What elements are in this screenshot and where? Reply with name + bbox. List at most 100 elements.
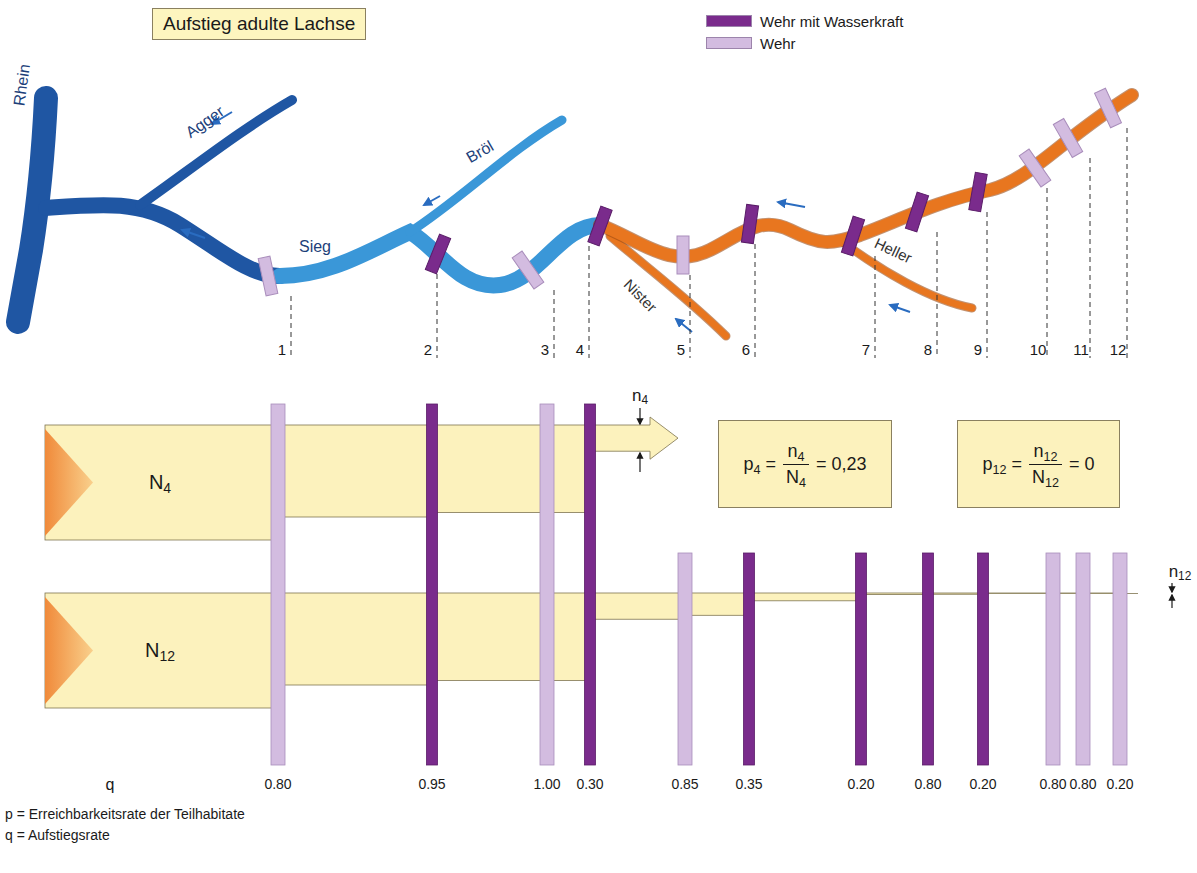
- weir-symbol: [258, 256, 278, 296]
- hydro-weir-bar: [978, 553, 989, 765]
- guide-line: [937, 232, 938, 358]
- count-label: N12: [145, 639, 175, 661]
- count-label: n4: [632, 387, 648, 406]
- weir-number: 11: [1073, 342, 1089, 359]
- sieg-river-edge: [280, 225, 600, 285]
- ascent-rate: 1.00: [533, 777, 560, 792]
- ascent-rate: q: [106, 776, 115, 794]
- broel-river-edge: [410, 120, 562, 232]
- river-name: Sieg: [299, 238, 331, 256]
- marker-arrow: [1171, 595, 1172, 608]
- sieg-river: [46, 205, 280, 276]
- band-n4: [45, 417, 678, 540]
- band-triangle: [45, 597, 93, 704]
- weir-symbol: [677, 236, 689, 274]
- river-name: Nister: [620, 276, 659, 315]
- legend-text: Wehr mit Wasserkraft: [760, 13, 903, 30]
- band-segment: [432, 593, 547, 680]
- hydro-weir-symbol: [905, 192, 928, 232]
- weir-symbol: [1053, 119, 1082, 158]
- guide-line: [1090, 158, 1091, 358]
- formula-text: p12 =: [982, 454, 1022, 475]
- ascent-rate: 0.80: [914, 777, 941, 792]
- weir-number: 3: [541, 342, 549, 359]
- weir-number: 8: [924, 342, 932, 359]
- ascent-rate: 0.30: [576, 777, 603, 792]
- sieg-river-upper: [600, 95, 1132, 257]
- band-segment: [45, 425, 278, 540]
- weir-number: 12: [1110, 342, 1127, 359]
- weir-bar: [540, 404, 554, 765]
- flow-arrow: [890, 305, 910, 312]
- hydro-weir-bar: [856, 553, 867, 765]
- band-segment: [861, 593, 928, 595]
- river-name: Bröl: [463, 137, 496, 166]
- weir-number: 1: [278, 342, 286, 359]
- river-name: Rhein: [10, 63, 33, 107]
- guide-line: [554, 290, 555, 358]
- hydro-weir-symbol: [741, 204, 758, 243]
- fraction: n12N12: [1028, 441, 1063, 488]
- legend-row: Wehr mit Wasserkraft: [706, 10, 903, 32]
- band-segment: [928, 593, 983, 594]
- marker-arrow: [639, 453, 640, 472]
- denominator: N4: [782, 465, 810, 488]
- ascent-rate: 0.35: [735, 777, 762, 792]
- weir-bar: [1046, 553, 1060, 765]
- sieg-river-upper-edge: [600, 95, 1132, 257]
- footnote: p = Erreichbarkeitsrate der Teilhabitate: [5, 807, 245, 822]
- legend-row: Wehr: [706, 32, 903, 54]
- marker-arrow: [1171, 583, 1172, 592]
- broel-river: [410, 120, 562, 232]
- fraction: n4N4: [782, 441, 810, 488]
- weir-number: 4: [576, 342, 584, 359]
- ascent-rate: 0.80: [1039, 777, 1066, 792]
- ascent-rate: 0.95: [418, 777, 445, 792]
- denominator: N12: [1028, 465, 1063, 488]
- marker-arrow: [639, 408, 640, 424]
- formula-box: p4 = n4N4 = 0,23: [718, 420, 892, 508]
- title: Aufstieg adulte Lachse: [152, 8, 366, 40]
- guide-line: [987, 212, 988, 358]
- formula-text: p4 =: [743, 454, 776, 475]
- flow-arrow: [778, 202, 805, 207]
- weir-number: 7: [862, 342, 870, 359]
- guide-line: [690, 275, 691, 358]
- formula-text: = 0: [1069, 454, 1095, 475]
- count-label: n12: [1169, 563, 1192, 582]
- numerator: n4: [783, 441, 808, 465]
- weir-symbol: [1095, 88, 1122, 128]
- ascent-rate: 0.80: [264, 777, 291, 792]
- guide-line: [589, 246, 590, 358]
- weir-bar: [678, 553, 692, 765]
- band-segment: [432, 425, 547, 512]
- band-arrow: [590, 417, 678, 459]
- band-segment: [685, 593, 749, 615]
- legend: Wehr mit WasserkraftWehr: [706, 10, 903, 54]
- guide-line: [437, 274, 438, 358]
- band-segment: [983, 593, 1053, 595]
- legend-text: Wehr: [760, 35, 796, 52]
- hydro-weir-symbol: [969, 172, 987, 212]
- formula-text: = 0,23: [816, 454, 867, 475]
- legend-swatch: [706, 37, 752, 49]
- hydro-weir-bar: [744, 553, 755, 765]
- guide-line: [1127, 128, 1128, 358]
- hydro-weir-symbol: [841, 216, 864, 256]
- hydro-weir-bar: [427, 404, 438, 765]
- guide-line: [1047, 188, 1048, 358]
- weir-number: 2: [424, 342, 432, 359]
- band-segment: [45, 593, 278, 708]
- agger-river-edge: [140, 100, 292, 205]
- flow-arrow: [424, 196, 440, 205]
- hydro-weir-symbol: [425, 234, 450, 274]
- band-triangle: [45, 429, 93, 536]
- ascent-rate: 0.20: [969, 777, 996, 792]
- legend-swatch: [706, 15, 752, 27]
- weir-bar: [1076, 553, 1090, 765]
- weir-number: 10: [1030, 342, 1047, 359]
- ascent-rate: 0.85: [671, 777, 698, 792]
- numerator: n12: [1029, 441, 1061, 465]
- count-label: N4: [149, 471, 171, 493]
- band-segment: [278, 593, 432, 685]
